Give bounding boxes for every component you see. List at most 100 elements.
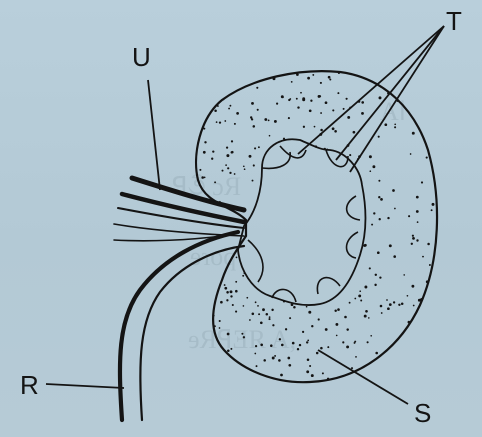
stipple-dot [258,146,260,148]
stipple-dot [369,170,371,172]
stipple-dot [201,176,204,179]
stipple-dot [250,116,252,118]
stipple-dot [288,364,291,367]
stipple-dot [347,116,350,119]
stipple-dot [408,321,411,324]
stipple-dot [316,352,319,355]
stipple-dot [393,301,395,303]
stipple-dot [367,341,369,343]
stipple-dot [236,257,238,259]
stipple-dot [416,239,418,241]
stipple-dot [257,305,259,307]
stipple-dot [354,298,356,300]
stipple-dot [363,244,366,247]
stipple-dot [262,308,265,311]
stipple-dot [426,157,428,159]
stipple-dot [266,313,269,316]
stipple-dot [336,335,338,337]
stipple-dot [326,149,328,151]
stipple-dot [398,304,400,306]
stipple-dot [369,267,371,269]
stipple-dot [360,300,362,302]
stipple-dot [374,284,376,286]
stipple-dot [309,365,311,367]
stipple-dot [378,136,380,138]
pyramids [248,146,360,302]
stipple-dot [415,123,417,125]
stipple-dot [291,81,293,83]
stipple-dot [379,96,382,99]
stipple-dot [332,109,334,111]
stipple-dot [282,96,284,98]
stipple-dot [308,311,311,314]
stipple-dot [343,108,345,110]
stipple-dot [231,151,233,153]
stipple-dot [213,315,215,317]
stipple-dot [309,109,312,112]
stipple-dot [346,345,349,348]
stipple-dot [379,276,381,278]
stipple-dot [334,130,337,133]
stipple-dot [244,272,246,274]
stipple-dot [211,158,213,160]
stipple-dot [230,290,233,293]
stipple-dot [249,319,251,321]
stipple-dot [268,120,270,122]
stipple-dot [389,303,392,306]
stipple-dot [426,280,429,283]
stipple-dot [273,77,276,80]
stipple-dot [311,374,314,377]
stipple-dot [296,98,298,100]
stipple-dot [422,256,424,258]
stipple-dot [394,123,396,125]
stipple-dot [269,135,271,137]
stipple-dot [253,125,256,128]
stipple-dot [214,325,216,327]
stipple-dot [346,98,348,100]
stipple-dot [283,138,285,140]
stipple-dot [314,126,316,128]
stipple-dot [227,167,229,169]
stipple-dot [361,101,364,104]
stipple-dot [226,291,229,294]
stipple-dot [255,301,257,303]
stipple-dot [300,92,302,94]
stipple-dot [212,150,214,152]
label-s: S [414,398,431,428]
stipple-dot [299,344,301,346]
stipple-dot [219,121,221,123]
stipple-dot [312,74,314,76]
stipple-dot [258,313,260,315]
stipple-dot [246,297,248,299]
stipple-dot [297,106,299,108]
svg-text:ꟼ૭ิ ɔЯ: ꟼ૭ิ ɔЯ [172,172,241,201]
stipple-dot [310,100,312,102]
label-u: U [132,42,151,72]
stipple-dot [252,313,255,316]
stipple-dot [234,123,236,125]
stipple-dot [226,154,229,157]
stipple-dot [353,131,356,134]
stipple-dot [296,73,299,76]
stipple-dot [311,325,313,327]
stipple-dot [380,305,383,308]
stipple-dot [335,323,338,326]
stipple-dot [306,341,308,343]
stipple-dot [377,251,380,254]
stipple-dot [272,357,275,360]
stipple-dot [260,321,263,324]
stipple-dot [327,346,329,348]
stipple-dot [416,196,419,199]
stipple-dot [338,72,340,74]
stipple-dot [214,109,217,112]
stipple-dot [410,153,412,155]
stipple-dot [256,365,258,367]
stipple-dot [413,305,415,307]
stipple-dot [328,76,331,79]
stipple-dot [349,154,351,156]
stipple-dot [272,324,274,326]
stipple-dot [204,141,206,143]
stipple-dot [412,132,415,135]
stipple-dot [254,353,256,355]
stipple-dot [334,309,336,311]
